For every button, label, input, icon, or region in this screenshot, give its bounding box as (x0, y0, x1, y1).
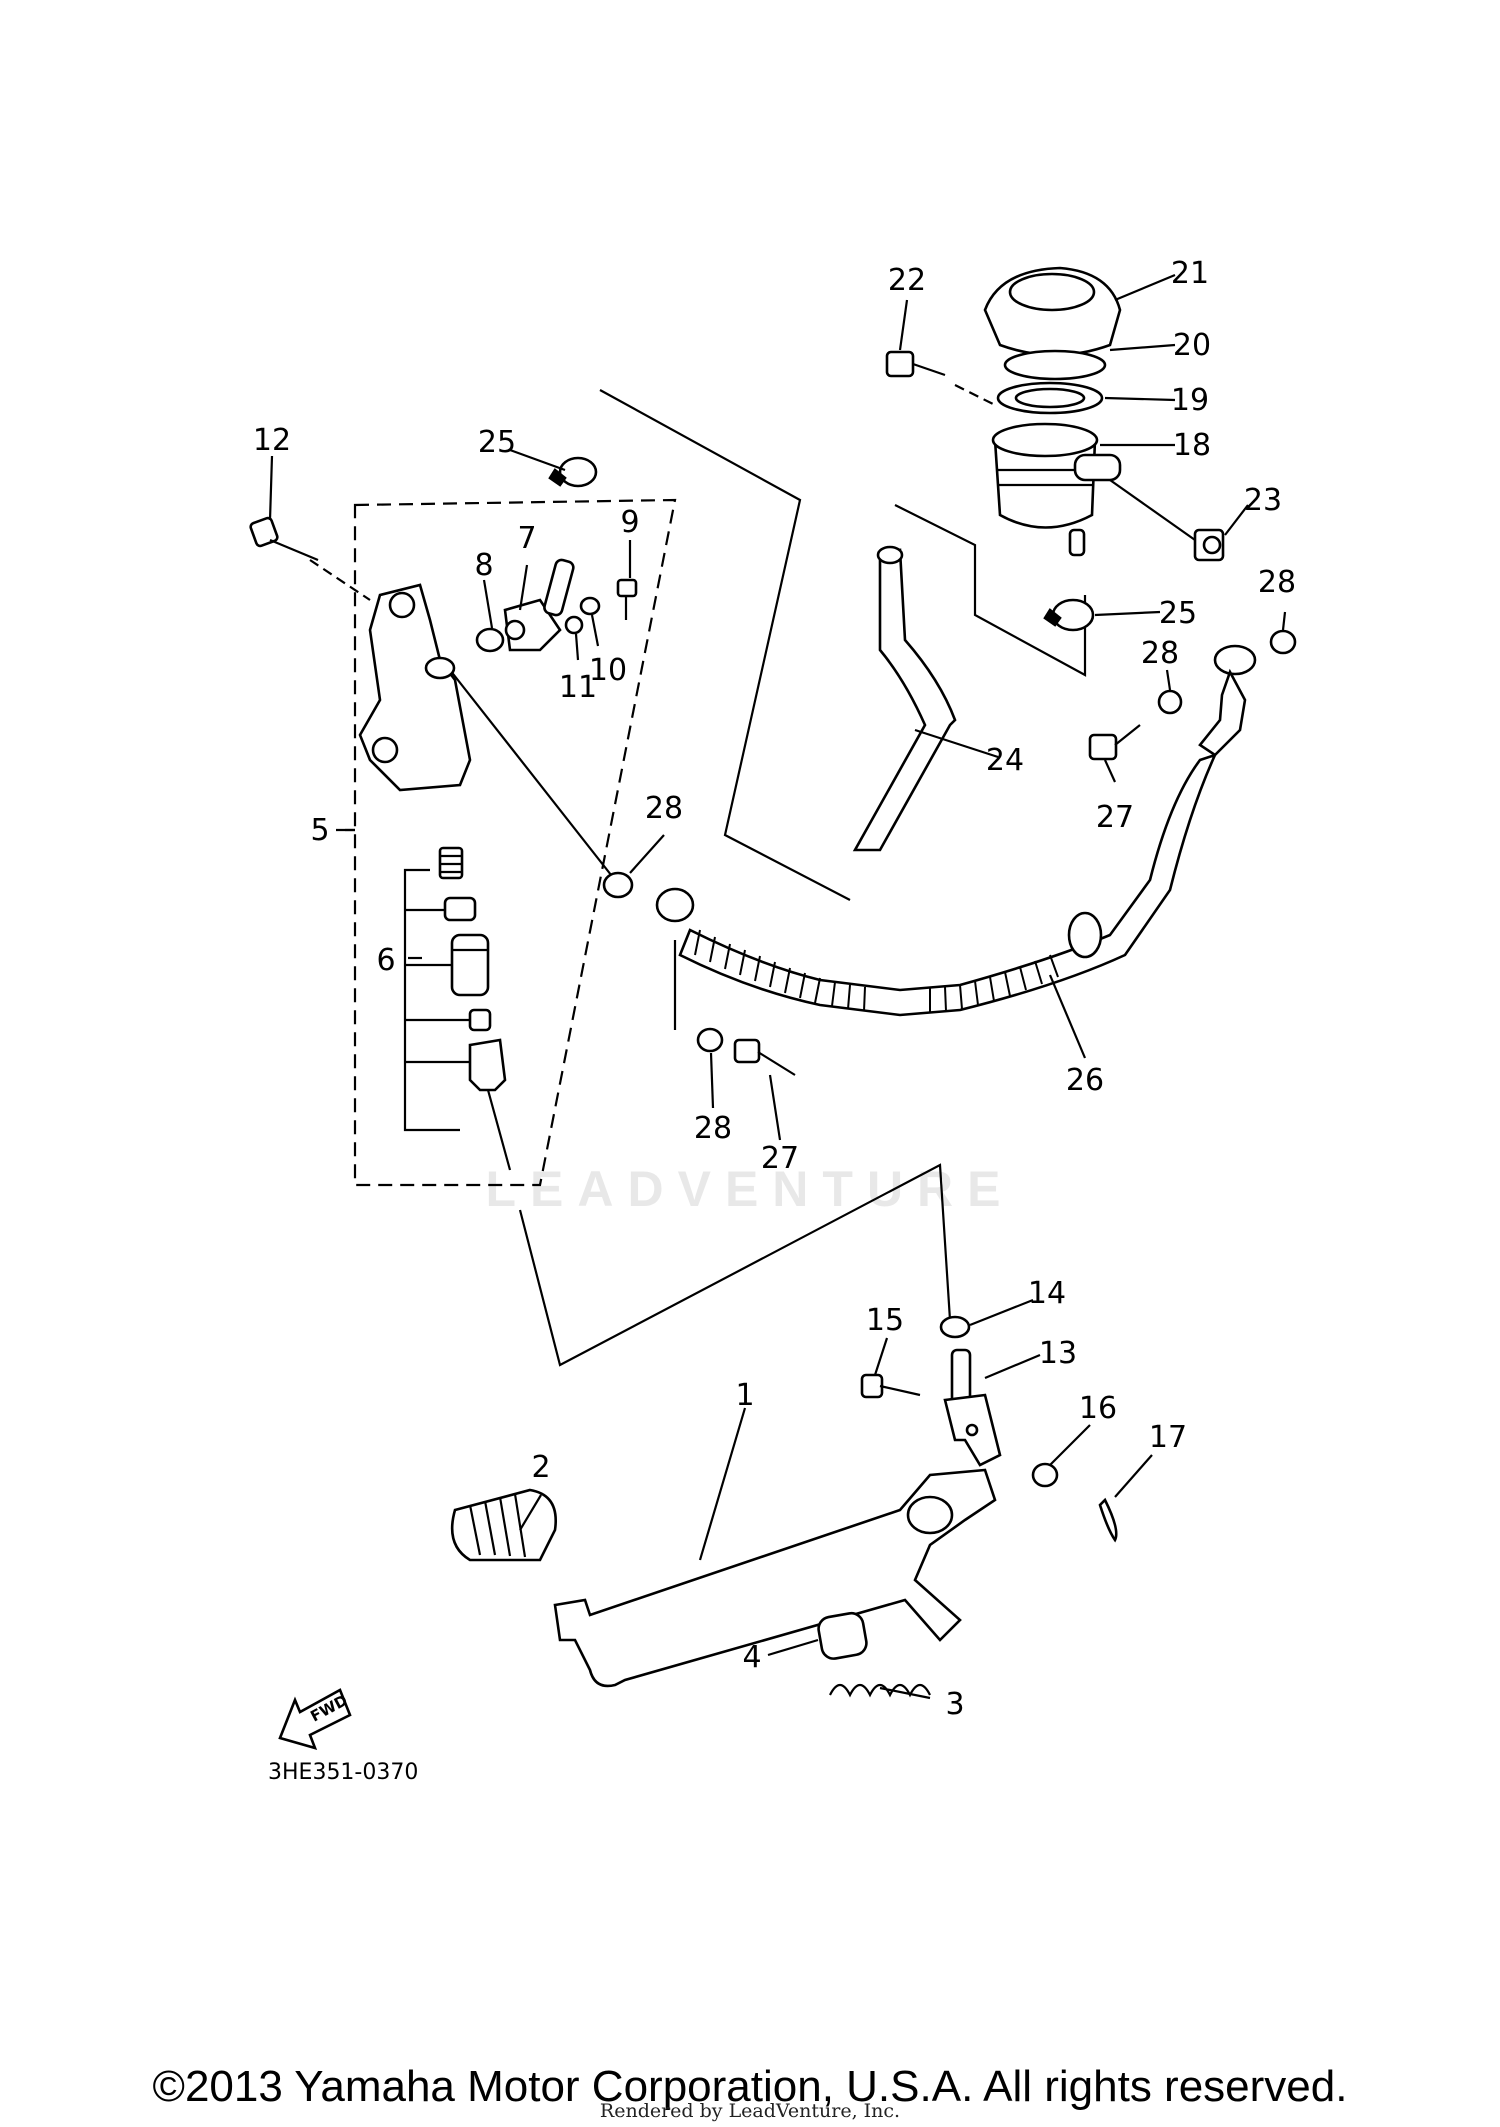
callout-27-upper: 27 (1096, 800, 1134, 835)
callout-18: 18 (1173, 428, 1211, 463)
leader-nut-23 (1109, 479, 1196, 541)
callout-leaders (268, 273, 1287, 1700)
hose-upper-bend (1198, 668, 1247, 757)
callout-12: 12 (253, 423, 291, 458)
union-bolt-27-upper (1088, 724, 1141, 761)
hose-clamp-25-upper (548, 456, 598, 488)
master-cylinder-port (424, 656, 456, 680)
callout-5: 5 (310, 813, 329, 848)
watermark: LEADVENTURE (485, 1161, 1015, 1217)
callout-28-a: 28 (645, 791, 683, 826)
hose-ribs (694, 929, 1059, 1012)
leader-bolt-22 (954, 384, 996, 406)
washer-10 (579, 596, 601, 616)
washer-28-a (602, 871, 634, 899)
master-cylinder-lower-hole (371, 736, 399, 764)
washer-16 (1031, 1462, 1059, 1488)
callout-17: 17 (1149, 1420, 1187, 1455)
bolt-22 (885, 350, 946, 378)
collar-4 (817, 1611, 868, 1660)
callout-19: 19 (1171, 383, 1209, 418)
callout-11: 11 (559, 670, 597, 705)
callout-28-c: 28 (1141, 636, 1179, 671)
screw-9 (616, 578, 638, 620)
reservoir-cap-21 (983, 266, 1122, 357)
inlet-fitting-7 (503, 558, 575, 652)
hose-collar (1067, 911, 1103, 959)
diagram-code: 3HE351-0370 (268, 1760, 419, 1785)
callout-28-d: 28 (1258, 565, 1296, 600)
callout-22: 22 (888, 263, 926, 298)
callout-7: 7 (517, 521, 536, 556)
callout-25-upper: 25 (478, 425, 516, 460)
union-bolt-27-lower (733, 1038, 796, 1076)
callout-6: 6 (376, 943, 395, 978)
brake-hose-26 (678, 752, 1218, 1017)
callout-10: 10 (589, 653, 627, 688)
callout-13: 13 (1039, 1336, 1077, 1371)
callout-8: 8 (474, 548, 493, 583)
callout-bracket-6 (403, 868, 460, 1132)
master-cylinder-mount-hole (388, 591, 416, 619)
callout-21: 21 (1171, 256, 1209, 291)
callout-2: 2 (531, 1450, 550, 1485)
o-ring-8 (475, 627, 505, 653)
diaphragm-19 (996, 381, 1104, 415)
footpeg-rubber-2 (450, 1488, 558, 1562)
pin-15 (860, 1373, 921, 1399)
cotter-pin-17 (1098, 1497, 1118, 1543)
callout-24: 24 (986, 743, 1024, 778)
callout-16: 16 (1079, 1391, 1117, 1426)
copyright-notice: ©2013 Yamaha Motor Corporation, U.S.A. A… (152, 2062, 1348, 2111)
assembly-box (353, 498, 677, 1187)
leader-master-to-banjo (449, 669, 616, 881)
washer-28-c (1157, 689, 1183, 715)
hose-clamp-25-lower (1043, 598, 1095, 632)
callout-20: 20 (1173, 328, 1211, 363)
callout-25-lower: 25 (1159, 596, 1197, 631)
callout-26: 26 (1066, 1063, 1104, 1098)
washer-28-b (696, 1027, 724, 1053)
callout-27-lower: 27 (761, 1141, 799, 1176)
washer-11 (564, 615, 584, 635)
return-spring-3 (829, 1683, 931, 1698)
washer-28-d (1269, 629, 1297, 655)
nut-23 (1193, 528, 1225, 562)
banjo-fitting-upper (1213, 644, 1257, 676)
pedal-pivot (906, 1495, 954, 1535)
clevis-13 (943, 1348, 1002, 1467)
callout-4: 4 (742, 1640, 761, 1675)
leader-bolt-12 (309, 559, 371, 601)
callout-9: 9 (620, 505, 639, 540)
callout-28-b: 28 (694, 1111, 732, 1146)
callout-1: 1 (735, 1378, 754, 1413)
leader-pushrod-path (518, 1163, 952, 1367)
callout-14: 14 (1028, 1276, 1066, 1311)
reservoir-tank-18 (991, 422, 1122, 557)
reservoir-hose-24 (852, 548, 957, 852)
banjo-fitting-lower (655, 887, 695, 923)
callout-23: 23 (1244, 483, 1282, 518)
callout-numbers: 1 2 3 4 5 6 7 8 9 10 11 12 13 14 15 16 1… (253, 256, 1296, 1726)
leader-hose-path (599, 389, 851, 901)
rendered-by-notice: Rendered by LeadVenture, Inc. (599, 2100, 901, 2122)
nut-14 (939, 1315, 971, 1339)
callout-15: 15 (866, 1303, 904, 1338)
bolt-12 (249, 516, 319, 562)
fwd-arrow-icon (278, 1688, 352, 1750)
leader-reservoir-hose (894, 504, 1087, 677)
callout-3: 3 (945, 1687, 964, 1722)
diaphragm-plate-20 (1003, 349, 1107, 381)
brake-pedal-1 (553, 1468, 997, 1688)
piston-kit-6 (438, 846, 512, 1171)
